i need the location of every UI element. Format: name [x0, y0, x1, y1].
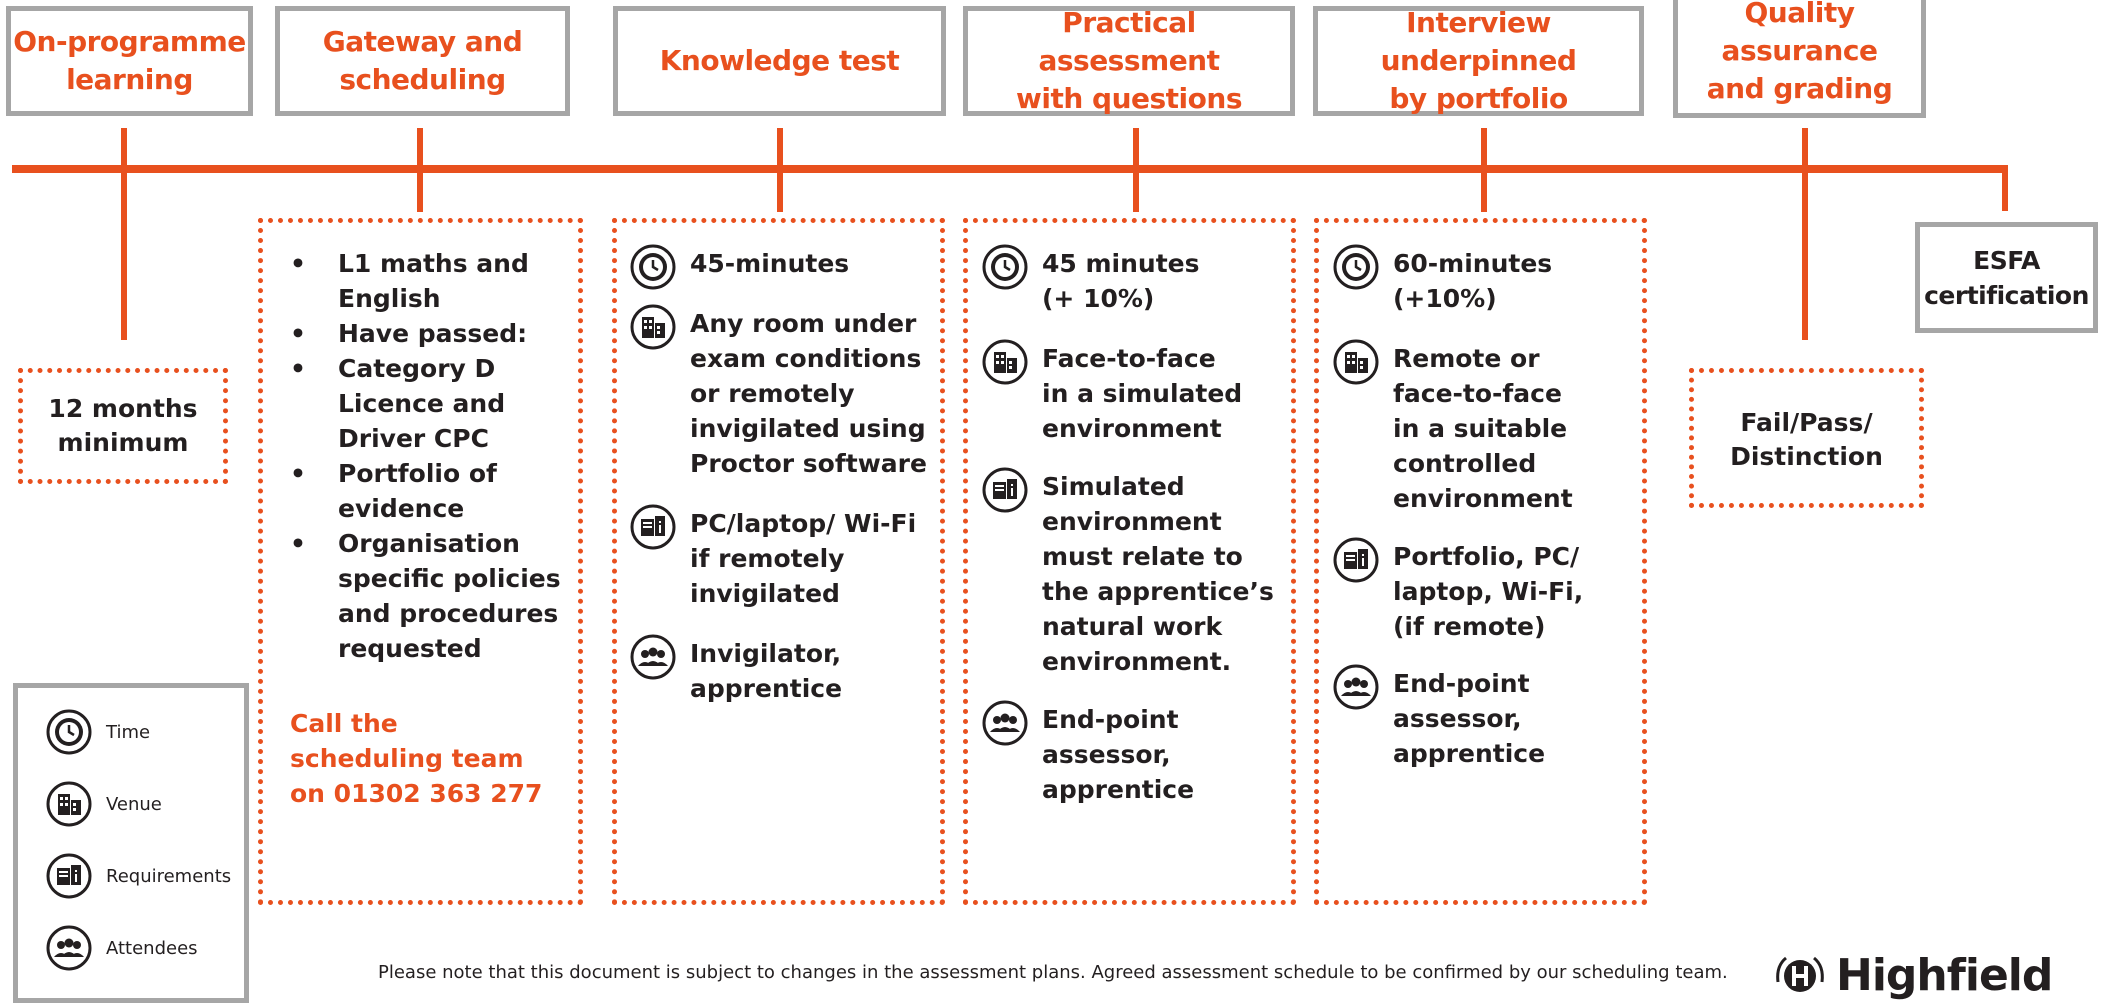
connector-interview: [1481, 128, 1487, 212]
stage-title: Interview underpinned by portfolio: [1380, 6, 1577, 115]
logo-wordmark: Highfield: [1836, 950, 2053, 1001]
stage-quality: Quality assurance and grading: [1673, 0, 1926, 118]
practical-venue-text: Face-to-face in a simulated environment: [1042, 344, 1243, 443]
list-item: Category D Licence and Driver CPC: [290, 351, 580, 456]
knowledge-attendees: Invigilator, apprentice: [630, 634, 843, 706]
list-item: Have passed:: [290, 316, 580, 351]
stage-practical: Practical assessment with questions: [963, 6, 1295, 116]
knowledge-venue-text: Any room under exam conditions or remote…: [690, 309, 927, 478]
stage-knowledge: Knowledge test: [613, 6, 946, 116]
on-programme-box: [18, 368, 228, 484]
list-item: Organisation specific policies and proce…: [290, 526, 580, 666]
interview-venue-text: Remote or face-to-face in a suitable con…: [1393, 344, 1573, 513]
stage-title: On-programme learning: [13, 25, 246, 96]
gateway-panel: [258, 218, 583, 905]
timeline-line: [12, 165, 2008, 173]
call-scheduling-team: Call the scheduling team on 01302 363 27…: [290, 709, 543, 808]
legend-label: Requirements: [106, 865, 232, 887]
knowledge-requirements: PC/laptop/ Wi-Fi if remotely invigilated: [630, 504, 917, 611]
stage-gateway: Gateway and scheduling: [275, 6, 570, 116]
stage-interview: Interview underpinned by portfolio: [1313, 6, 1644, 116]
interview-time: 60-minutes (+10%): [1333, 244, 1553, 316]
legend-item-attendees: Attendees: [46, 925, 198, 971]
stage-on-programme: On-programme learning: [6, 6, 253, 116]
clock-icon: [630, 244, 676, 290]
practical-panel: [963, 218, 1296, 905]
knowledge-time-text: 45-minutes: [690, 249, 850, 278]
stage-title: Practical assessment with questions: [1016, 6, 1242, 115]
attendees-icon: [630, 634, 676, 680]
interview-attendees-text: End-point assessor, apprentice: [1393, 669, 1546, 768]
practical-time: 45 minutes (+ 10%): [982, 244, 1200, 316]
footer-disclaimer: Please note that this document is subjec…: [378, 962, 1728, 983]
highfield-logo: Highfield: [1772, 950, 2053, 1001]
clock-icon: [1333, 244, 1379, 290]
knowledge-time: 45-minutes: [630, 244, 850, 290]
interview-venue: Remote or face-to-face in a suitable con…: [1333, 339, 1573, 516]
stage-title: Gateway and scheduling: [322, 25, 523, 96]
connector-quality: [1802, 128, 1808, 340]
building-icon: [630, 304, 676, 350]
requirements-icon: [46, 853, 92, 899]
connector-on-programme: [121, 128, 127, 340]
practical-time-text: 45 minutes (+ 10%): [1042, 249, 1200, 313]
stage-title: ESFA certification: [1924, 245, 2089, 310]
interview-attendees: End-point assessor, apprentice: [1333, 664, 1546, 771]
timeline-end-tick: [2002, 165, 2008, 211]
legend-item-venue: Venue: [46, 781, 162, 827]
practical-attendees-text: End-point assessor, apprentice: [1042, 705, 1195, 804]
practical-requirements-text: Simulated environment must relate to the…: [1042, 472, 1274, 676]
list-item: L1 maths and English: [290, 246, 580, 316]
clock-icon: [46, 709, 92, 755]
highfield-crest-icon: [1776, 956, 1824, 992]
legend: [13, 683, 249, 1003]
on-programme-duration: 12 months minimum: [48, 394, 198, 457]
attendees-icon: [1333, 664, 1379, 710]
knowledge-panel: [612, 218, 945, 905]
knowledge-venue: Any room under exam conditions or remote…: [630, 304, 927, 481]
stage-title: Knowledge test: [659, 44, 900, 77]
building-icon: [982, 339, 1028, 385]
interview-panel: [1314, 218, 1647, 905]
grading-outcomes: Fail/Pass/ Distinction: [1730, 408, 1883, 471]
legend-label: Attendees: [106, 937, 198, 959]
building-icon: [46, 781, 92, 827]
list-item: Portfolio of evidence: [290, 456, 580, 526]
attendees-icon: [982, 700, 1028, 746]
practical-attendees: End-point assessor, apprentice: [982, 700, 1195, 807]
requirements-icon: [1333, 537, 1379, 583]
stage-title: Quality assurance and grading: [1706, 0, 1893, 105]
legend-label: Venue: [106, 793, 162, 815]
interview-requirements-text: Portfolio, PC/ laptop, Wi-Fi, (if remote…: [1393, 542, 1584, 641]
legend-item-time: Time: [46, 709, 150, 755]
gateway-requirements-list: L1 maths and English Have passed: Catego…: [290, 246, 580, 666]
practical-venue: Face-to-face in a simulated environment: [982, 339, 1243, 446]
stage-esfa: ESFA certification: [1915, 222, 2098, 333]
attendees-icon: [46, 925, 92, 971]
requirements-icon: [982, 467, 1028, 513]
interview-time-text: 60-minutes (+10%): [1393, 249, 1553, 313]
building-icon: [1333, 339, 1379, 385]
legend-item-requirements: Requirements: [46, 853, 231, 899]
requirements-icon: [630, 504, 676, 550]
interview-requirements: Portfolio, PC/ laptop, Wi-Fi, (if remote…: [1333, 537, 1584, 644]
clock-icon: [982, 244, 1028, 290]
knowledge-attendees-text: Invigilator, apprentice: [690, 639, 843, 703]
grading-box: [1689, 368, 1924, 508]
legend-label: Time: [106, 721, 151, 743]
knowledge-requirements-text: PC/laptop/ Wi-Fi if remotely invigilated: [690, 509, 917, 608]
connector-gateway: [417, 128, 423, 212]
connector-knowledge: [777, 128, 783, 212]
connector-practical: [1133, 128, 1139, 212]
practical-requirements: Simulated environment must relate to the…: [982, 467, 1274, 679]
